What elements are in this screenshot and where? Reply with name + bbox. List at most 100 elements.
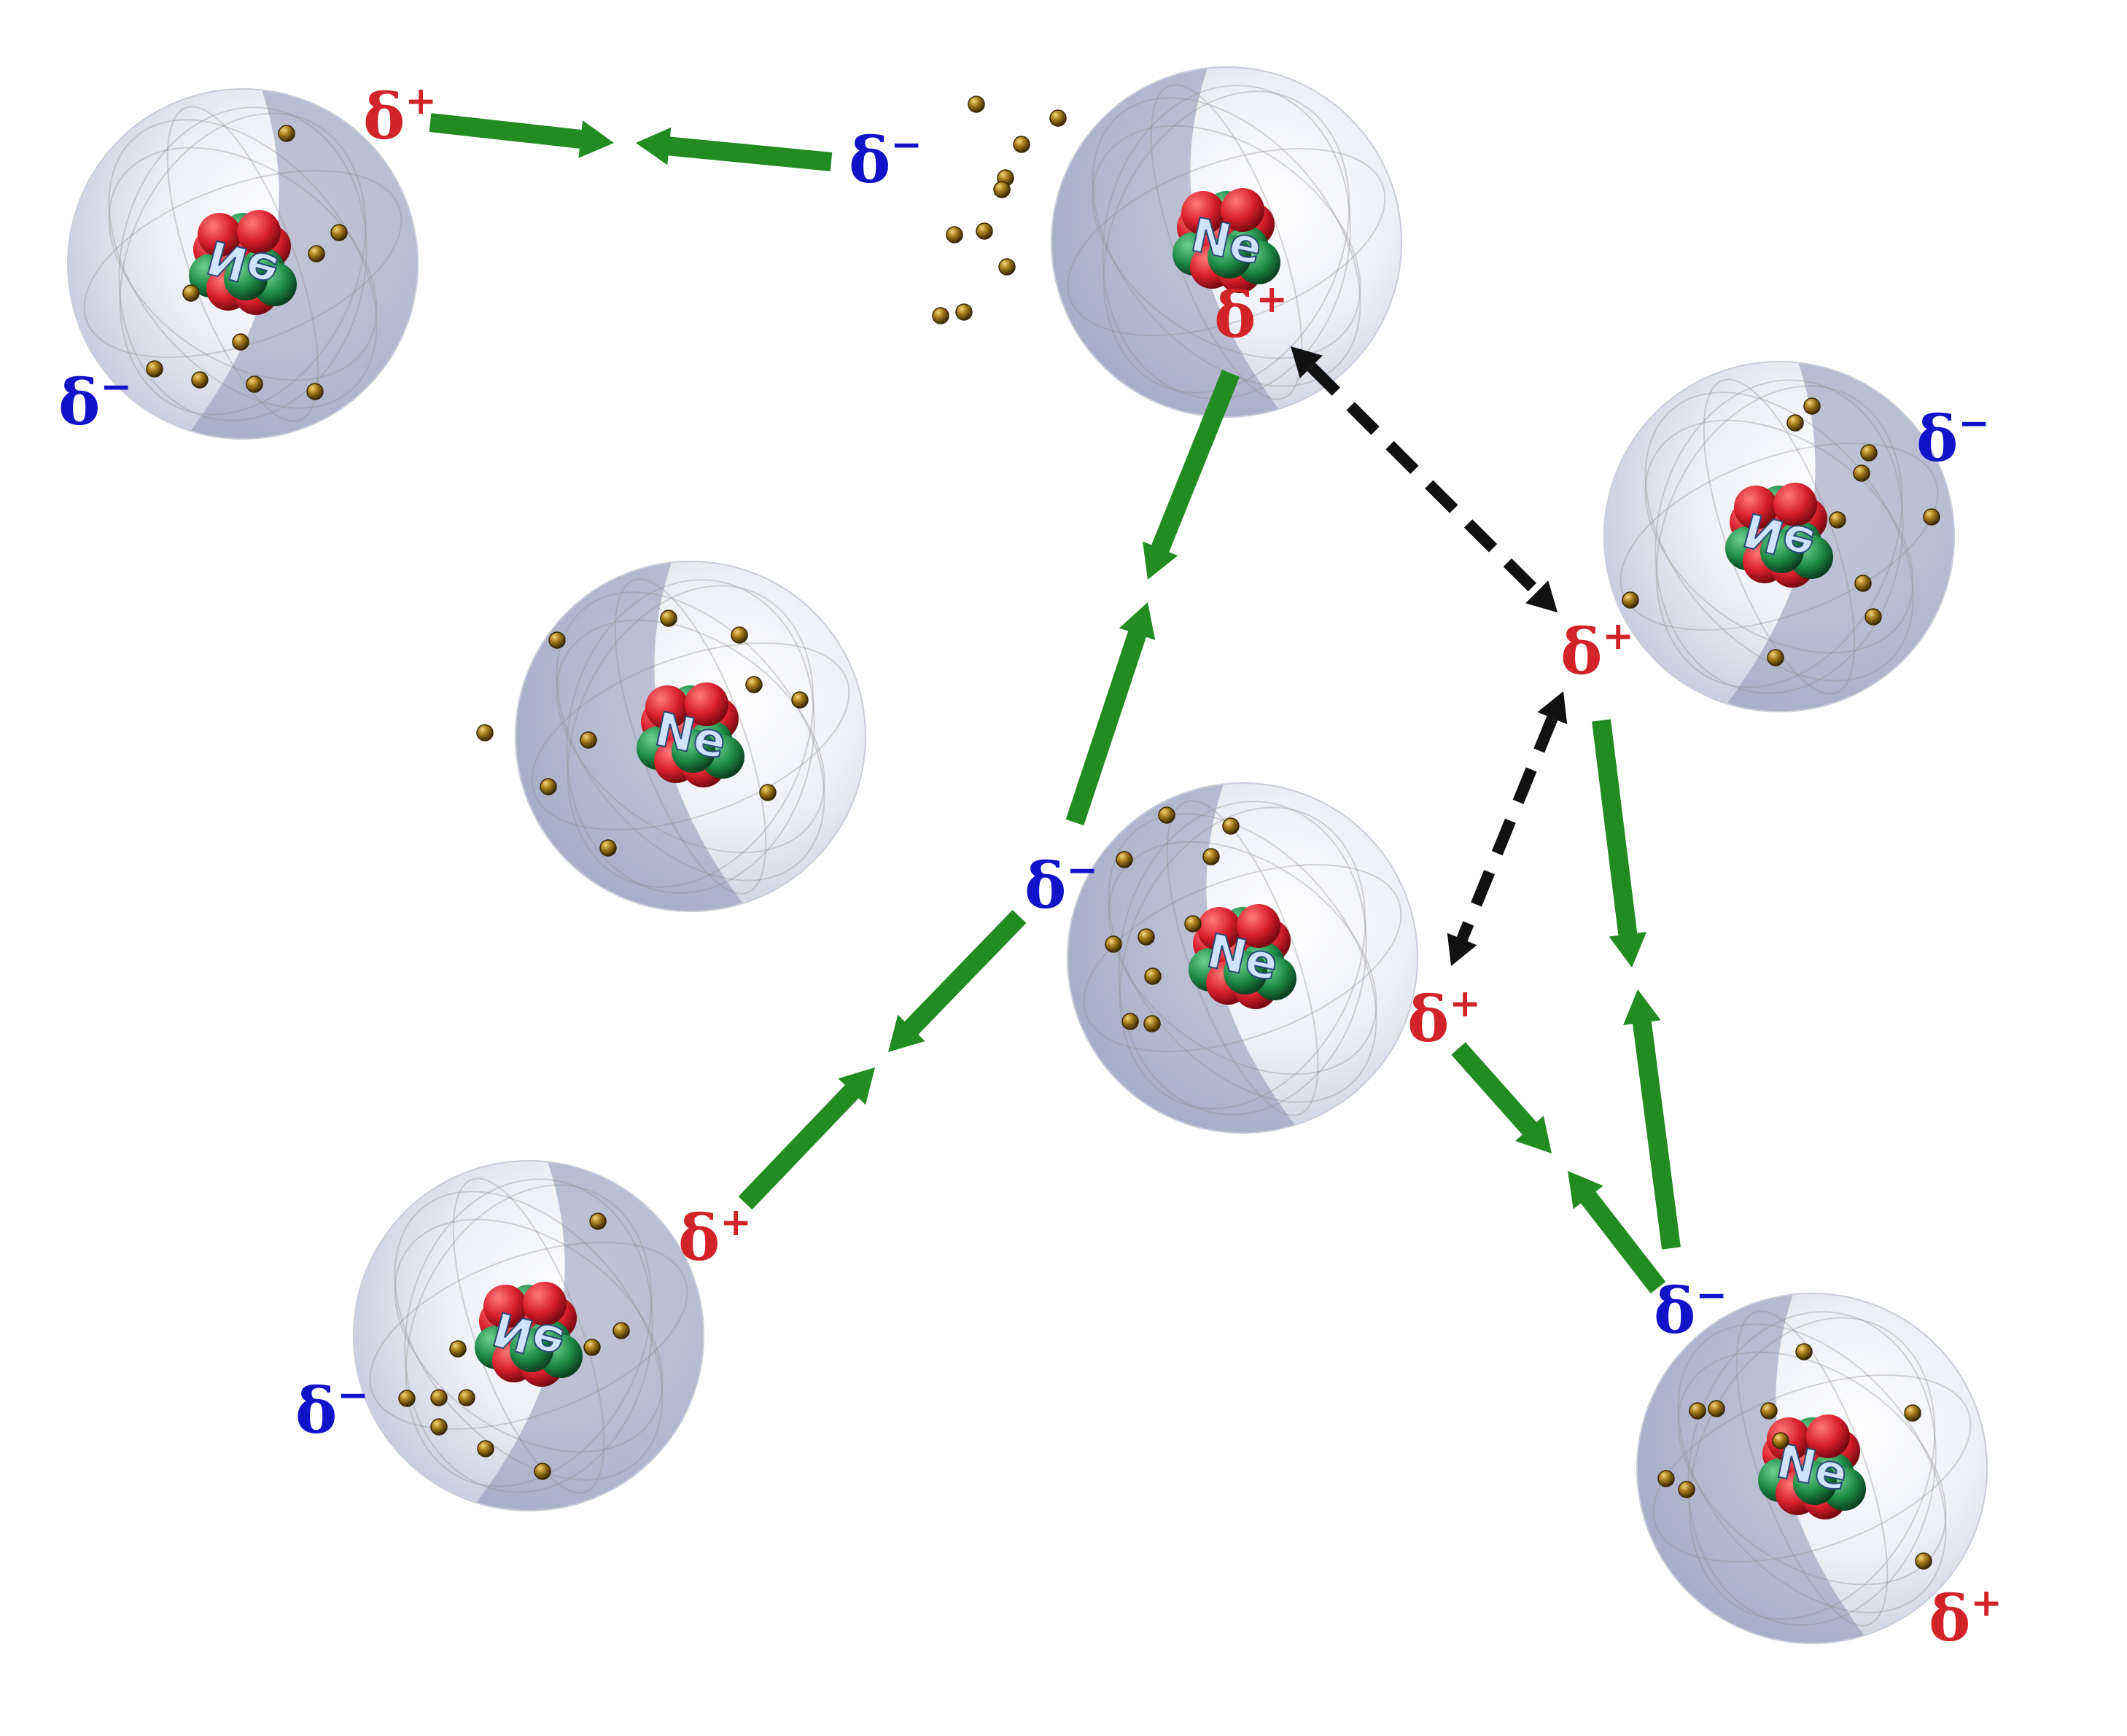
electron [1678, 1481, 1695, 1498]
partial-positive-label: δ+ [1214, 277, 1288, 352]
electron [791, 691, 809, 709]
electron [998, 258, 1016, 276]
electron [308, 245, 325, 262]
electron [540, 778, 557, 795]
attraction-arrow [636, 127, 833, 171]
electron [1915, 1552, 1932, 1570]
neon-atom-top-center: Ne [932, 66, 1402, 418]
electron [476, 724, 494, 742]
electron [1795, 1343, 1813, 1361]
electron [589, 1213, 607, 1230]
electron [1116, 851, 1133, 868]
electron [548, 631, 566, 649]
neon-nucleus: Ne [1173, 188, 1280, 293]
electron [1144, 968, 1162, 985]
electron [583, 1339, 601, 1356]
electron [613, 1322, 630, 1339]
electron [1222, 817, 1240, 835]
sphere-shadow [516, 561, 752, 911]
attraction-arrow [1451, 1042, 1552, 1153]
neon-atom-top-left: Ne [67, 88, 419, 440]
electron [1657, 1470, 1675, 1487]
electron [1689, 1402, 1706, 1420]
sphere-outline [1603, 361, 1955, 712]
orbit-lines [1067, 84, 1386, 400]
partial-positive-label: δ+ [1929, 1581, 2002, 1656]
attraction-arrow [429, 113, 614, 158]
electron [1184, 915, 1202, 933]
electron [1760, 1402, 1778, 1420]
electron [1767, 649, 1784, 666]
electron [306, 383, 324, 400]
electron [246, 375, 263, 393]
attraction-arrow [1592, 719, 1647, 968]
electron [660, 610, 677, 627]
sphere-shadow [1068, 783, 1304, 1133]
neon-nucleus: Ne [189, 210, 297, 315]
attraction-arrow [1568, 1171, 1666, 1293]
orbit-lines [369, 1178, 688, 1494]
electron [759, 784, 777, 801]
electron [330, 224, 348, 241]
electron [182, 284, 200, 302]
attraction-arrow [888, 909, 1027, 1052]
partial-negative-label: δ− [58, 365, 132, 440]
orbit-lines [531, 578, 850, 895]
sphere-outline [1051, 66, 1402, 418]
repulsion-double-arrow [1447, 691, 1568, 966]
electron [1803, 397, 1821, 415]
neon-nucleus: Ne [1189, 904, 1296, 1009]
electron [976, 222, 993, 240]
neon-nucleus: Ne [637, 682, 744, 787]
electron [1202, 848, 1220, 865]
attraction-arrow [1623, 989, 1681, 1250]
sphere-shadow [1637, 1293, 1873, 1643]
neon-atom-right-upper: Ne [1603, 361, 1955, 712]
partial-positive-label: δ+ [678, 1200, 752, 1275]
electron [580, 731, 597, 749]
electron [993, 181, 1011, 198]
electron [1049, 109, 1067, 127]
neon-atom-bottom-left: Ne [353, 1160, 704, 1511]
attraction-arrow [1065, 602, 1156, 826]
partial-negative-label: δ− [849, 122, 922, 198]
sphere-outline [353, 1160, 704, 1511]
electron [534, 1463, 551, 1480]
sphere-shadow [467, 1161, 704, 1511]
electron [1143, 1015, 1161, 1032]
electron [398, 1390, 416, 1407]
partial-negative-label: δ− [295, 1373, 369, 1448]
electron [1829, 511, 1846, 529]
electron [1923, 508, 1940, 526]
electron [932, 307, 949, 324]
sphere-shadow [1051, 67, 1288, 417]
sphere-outline [1067, 782, 1418, 1134]
electron [1853, 464, 1870, 482]
electron [449, 1340, 467, 1358]
electron [1854, 575, 1872, 592]
electron [1772, 1432, 1789, 1449]
electron [968, 96, 985, 113]
attraction-arrow [1143, 370, 1240, 580]
electron [599, 839, 617, 857]
sphere-shadow [182, 89, 418, 439]
electron [477, 1440, 494, 1457]
electron [1864, 608, 1882, 626]
neon-nucleus: Ne [1725, 483, 1833, 588]
electron [430, 1389, 448, 1406]
partial-negative-label: δ− [1654, 1273, 1727, 1348]
orbit-lines [83, 106, 403, 422]
sphere-shadow [1718, 362, 1954, 712]
sphere-outline [1636, 1293, 1988, 1644]
electron [458, 1389, 475, 1406]
electron [1786, 414, 1804, 432]
electron [1013, 136, 1030, 153]
electron [745, 676, 763, 693]
neon-atom-center: Ne [1067, 782, 1418, 1134]
sphere-outline [67, 88, 419, 440]
repulsion-double-arrow [1291, 346, 1558, 612]
neon-atom-middle-left: Ne [476, 561, 866, 912]
electron [1138, 928, 1155, 946]
electron [1860, 444, 1878, 462]
electron [232, 333, 249, 351]
